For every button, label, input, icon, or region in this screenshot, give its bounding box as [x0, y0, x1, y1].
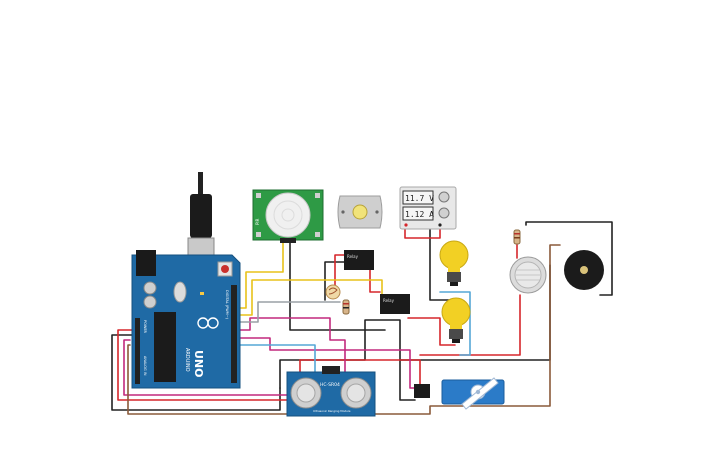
wire-power[interactable]	[407, 317, 456, 346]
capacitor	[143, 281, 157, 295]
resistor-2[interactable]	[513, 229, 521, 245]
usb-plug	[190, 194, 212, 238]
wire-power[interactable]	[334, 254, 346, 286]
board-brand-text: ARDUINO	[184, 348, 190, 372]
gas-sensor[interactable]	[509, 256, 547, 294]
power-jack	[136, 250, 156, 276]
wire-ground[interactable]	[279, 319, 416, 401]
wire-ground[interactable]	[324, 261, 346, 301]
atmega-chip	[154, 312, 176, 382]
wire-signal[interactable]	[237, 301, 341, 323]
wire-ground[interactable]	[111, 334, 281, 411]
power-header-label: POWER	[143, 320, 147, 334]
led-indicator	[200, 292, 204, 295]
crystal	[173, 281, 187, 303]
piezo-buzzer[interactable]	[564, 250, 604, 290]
digital-header	[231, 285, 237, 383]
current-knob[interactable]	[438, 207, 450, 219]
current-readout: 1.12 A	[405, 210, 434, 219]
wire-power[interactable]	[404, 227, 441, 239]
wire-power[interactable]	[419, 294, 521, 356]
wire-signal[interactable]	[127, 244, 561, 415]
buzzer-center	[580, 266, 588, 274]
servo-horn	[461, 377, 499, 410]
wire-signal[interactable]	[237, 239, 284, 309]
usb-cable	[198, 172, 203, 196]
relay-2[interactable]: Relay	[380, 294, 410, 314]
voltage-display	[402, 190, 434, 205]
ultrasonic-subtext: Ultrasonic Ranging Module	[313, 409, 351, 413]
pir-dome	[265, 192, 311, 238]
voltage-readout: 11.7 V	[405, 194, 434, 203]
resistor-1[interactable]	[342, 299, 350, 315]
light-bulb-2[interactable]	[441, 297, 471, 343]
analog-header-label: ANALOG IN	[143, 356, 147, 376]
wire-signal[interactable]	[237, 344, 316, 373]
voltage-knob[interactable]	[438, 191, 450, 203]
wire-signal[interactable]	[237, 337, 421, 389]
dc-motor[interactable]	[337, 195, 383, 229]
bulb-2-base	[449, 329, 463, 339]
power-supply[interactable]: 11.7 V 1.12 A	[399, 186, 457, 230]
digital-header-label: DIGITAL (PWM~)	[225, 290, 229, 320]
servo-motor[interactable]	[414, 377, 505, 410]
wire-signal[interactable]	[237, 317, 346, 373]
wire-ground[interactable]	[525, 221, 613, 296]
relay-1-label: Relay	[347, 254, 359, 259]
pir-sensor[interactable]: PIR	[252, 189, 324, 243]
motor-shaft	[352, 204, 368, 220]
wire-signal[interactable]	[439, 291, 471, 356]
ultrasonic-pins	[322, 366, 340, 374]
pir-label: PIR	[255, 218, 260, 225]
bulb-1-base	[447, 272, 461, 282]
capacitor	[143, 295, 157, 309]
current-display	[402, 206, 434, 221]
arduino-uno-board[interactable]: UNO ARDUINO DIGITAL (PWM~) ANALOG IN POW…	[131, 172, 241, 389]
light-bulb-1[interactable]	[439, 240, 469, 286]
wire-signal[interactable]	[237, 279, 383, 316]
board-model-text: UNO	[192, 350, 205, 378]
pir-pins	[280, 238, 296, 243]
servo-connector	[414, 384, 430, 398]
ultrasonic-model: HC-SR04	[320, 382, 340, 388]
power-header	[135, 318, 140, 384]
photoresistor[interactable]	[325, 284, 341, 300]
wire-ground[interactable]	[289, 241, 386, 331]
ultrasonic-sensor[interactable]: HC-SR04 Ultrasonic Ranging Module	[286, 366, 376, 417]
relay-2-label: Relay	[383, 298, 395, 303]
relay-1[interactable]: Relay	[344, 250, 374, 270]
